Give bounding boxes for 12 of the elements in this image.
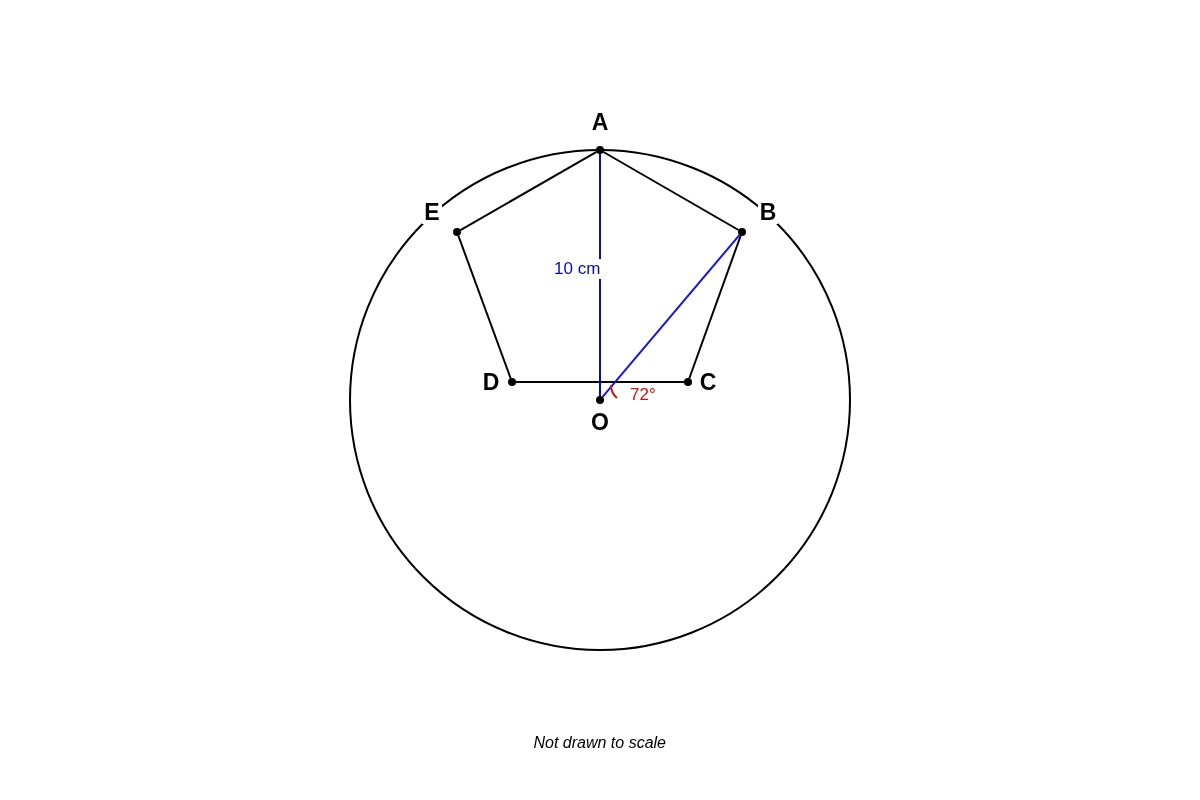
angle-label: 72°: [630, 385, 656, 405]
point-label: E: [422, 200, 442, 224]
point-label: B: [758, 200, 778, 224]
line-segment: [457, 234, 512, 380]
line-segment: [601, 234, 741, 398]
caption: Not drawn to scale: [533, 734, 666, 752]
line-segment: [602, 151, 740, 231]
line-segment: [459, 151, 598, 231]
edge-label: 10 cm: [553, 259, 602, 279]
line-segment: [515, 381, 685, 383]
line-segment: [688, 234, 742, 380]
line-segment: [599, 153, 601, 397]
